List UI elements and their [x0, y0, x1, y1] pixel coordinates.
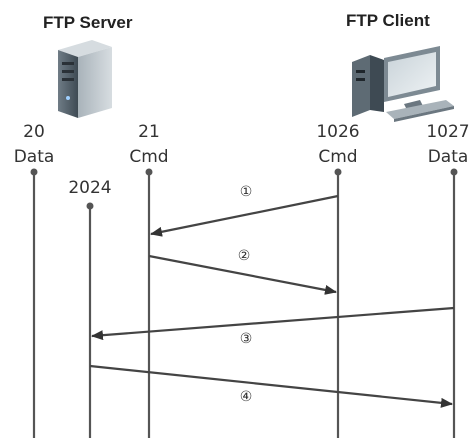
step-marker-1: ①	[240, 184, 253, 200]
message-arrow-1	[150, 194, 339, 237]
message-arrow-2	[148, 254, 337, 295]
port-number-1026: 1026	[316, 122, 359, 142]
lifeline-20	[30, 168, 38, 438]
step-marker-2: ②	[238, 248, 251, 264]
port-role-1026: Cmd	[318, 147, 357, 167]
port-role-20: Data	[14, 147, 55, 167]
port-number-2024: 2024	[68, 178, 111, 198]
lifeline-21	[145, 168, 153, 438]
server-tower-icon	[58, 40, 112, 118]
lifeline-1027	[450, 168, 458, 438]
message-arrow-4	[89, 364, 453, 408]
port-number-21: 21	[138, 122, 160, 142]
desktop-computer-icon	[352, 46, 454, 122]
step-marker-4: ④	[240, 389, 253, 405]
message-arrow-3	[91, 306, 455, 341]
lifeline-2024	[86, 202, 94, 438]
server-title: FTP Server	[43, 13, 133, 32]
lifeline-1026	[334, 168, 342, 438]
port-role-1027: Data	[428, 147, 469, 167]
port-role-21: Cmd	[129, 147, 168, 167]
port-number-1027: 1027	[426, 122, 469, 142]
client-title: FTP Client	[346, 11, 430, 30]
step-marker-3: ③	[240, 331, 253, 347]
port-number-20: 20	[23, 122, 45, 142]
